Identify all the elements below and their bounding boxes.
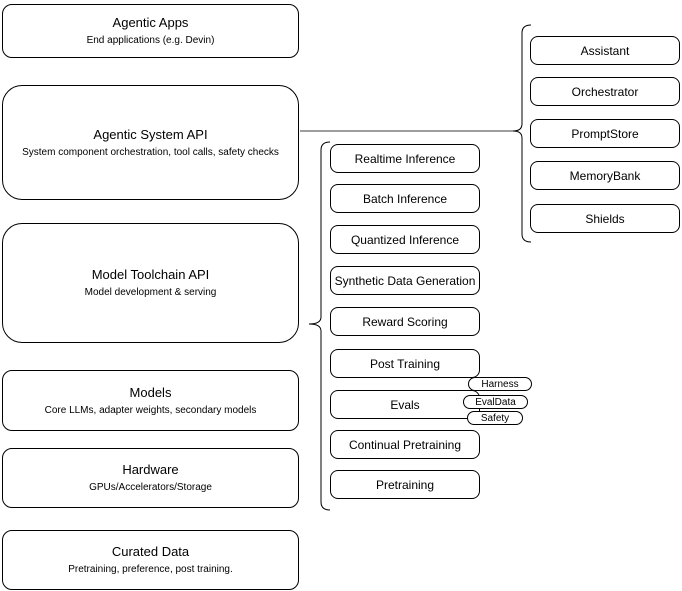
component-label: MemoryBank bbox=[569, 168, 641, 183]
layer-box-curated-data: Curated Data Pretraining, preference, po… bbox=[2, 530, 299, 590]
service-box-batch-inference: Batch Inference bbox=[330, 184, 480, 213]
layer-box-hardware: Hardware GPUs/Accelerators/Storage bbox=[2, 448, 299, 508]
component-box-assistant: Assistant bbox=[530, 36, 680, 65]
layer-subtitle: GPUs/Accelerators/Storage bbox=[89, 482, 212, 493]
layer-title: Hardware bbox=[122, 462, 179, 477]
service-box-evals: Evals bbox=[330, 390, 480, 419]
service-box-reward-scoring: Reward Scoring bbox=[330, 307, 480, 336]
evals-badge-harness: Harness bbox=[468, 377, 532, 391]
service-label: Post Training bbox=[369, 356, 441, 371]
service-label: Synthetic Data Generation bbox=[334, 273, 476, 288]
service-box-post-training: Post Training bbox=[330, 349, 480, 378]
evals-badge-evaldata: EvalData bbox=[463, 395, 528, 409]
service-box-pretraining: Pretraining bbox=[330, 470, 480, 499]
service-label: Quantized Inference bbox=[350, 232, 460, 247]
service-label: Pretraining bbox=[375, 477, 435, 492]
layer-box-models: Models Core LLMs, adapter weights, secon… bbox=[2, 370, 299, 431]
service-box-realtime-inference: Realtime Inference bbox=[330, 144, 480, 173]
badge-label: Safety bbox=[480, 412, 510, 424]
layer-subtitle: End applications (e.g. Devin) bbox=[86, 35, 215, 46]
service-box-continual-pretraining: Continual Pretraining bbox=[330, 430, 480, 459]
service-label: Reward Scoring bbox=[362, 314, 448, 329]
component-label: PromptStore bbox=[571, 126, 639, 141]
layer-title: Model Toolchain API bbox=[91, 267, 210, 282]
layer-title: Agentic System API bbox=[93, 126, 208, 142]
component-box-memorybank: MemoryBank bbox=[530, 161, 680, 190]
system-components-brace bbox=[512, 24, 532, 243]
component-label: Assistant bbox=[580, 43, 630, 58]
badge-label: EvalData bbox=[475, 396, 516, 408]
badge-label: Harness bbox=[481, 378, 519, 390]
component-box-shields: Shields bbox=[530, 204, 680, 233]
service-label: Batch Inference bbox=[362, 191, 448, 206]
service-label: Evals bbox=[390, 397, 420, 412]
component-label: Shields bbox=[585, 211, 625, 226]
layer-subtitle: Pretraining, preference, post training. bbox=[68, 564, 233, 575]
component-box-promptstore: PromptStore bbox=[530, 119, 680, 148]
layer-title: Curated Data bbox=[111, 544, 190, 559]
layer-subtitle: Core LLMs, adapter weights, secondary mo… bbox=[44, 404, 257, 416]
service-label: Continual Pretraining bbox=[348, 437, 462, 452]
layer-subtitle: Model development & serving bbox=[84, 287, 217, 298]
layer-subtitle: System component orchestration, tool cal… bbox=[22, 146, 279, 158]
component-box-orchestrator: Orchestrator bbox=[530, 77, 680, 106]
layer-title: Agentic Apps bbox=[112, 15, 189, 30]
service-label: Realtime Inference bbox=[354, 151, 456, 166]
layer-box-model-toolchain-api: Model Toolchain API Model development & … bbox=[2, 223, 299, 343]
service-box-synthetic-data-generation: Synthetic Data Generation bbox=[330, 266, 480, 295]
layer-box-agentic-apps: Agentic Apps End applications (e.g. Devi… bbox=[2, 4, 299, 58]
layer-title: Models bbox=[129, 384, 172, 400]
toolchain-services-brace bbox=[308, 141, 331, 511]
layer-box-agentic-system-api: Agentic System API System component orch… bbox=[2, 85, 299, 200]
component-label: Orchestrator bbox=[571, 84, 639, 99]
service-box-quantized-inference: Quantized Inference bbox=[330, 225, 480, 254]
evals-badge-safety: Safety bbox=[467, 411, 523, 425]
